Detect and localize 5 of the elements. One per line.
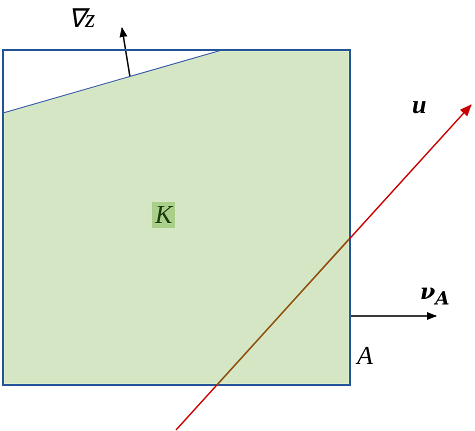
side-label: A: [357, 343, 373, 369]
cell-label: K: [152, 202, 176, 228]
gradient-label: ∇z: [68, 6, 96, 32]
normal-label: ν$_{A}$: [420, 281, 450, 309]
velocity-label: u: [412, 92, 426, 118]
